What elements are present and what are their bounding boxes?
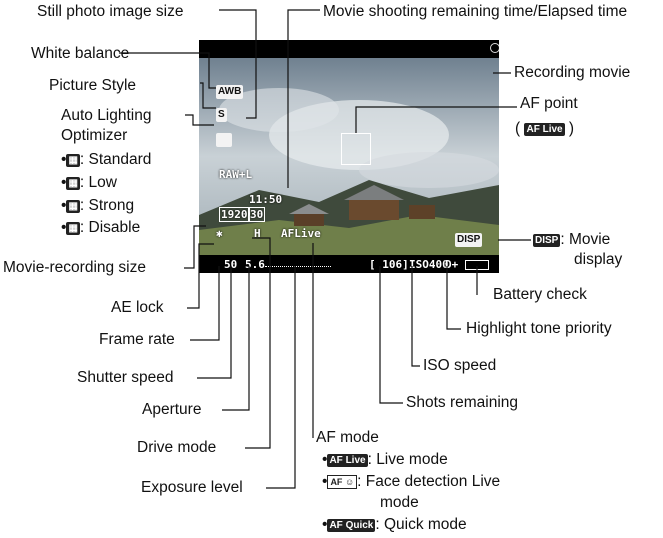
exposure-scale bbox=[265, 260, 331, 267]
label-exposure-level: Exposure level bbox=[141, 479, 243, 496]
movie-display-icon: DISP bbox=[455, 233, 483, 247]
quality-readout: RAW+L bbox=[219, 168, 253, 181]
alo-standard-text: : Standard bbox=[79, 151, 152, 168]
label-movie-rec-size: Movie-recording size bbox=[3, 259, 146, 276]
bullet-icon: • bbox=[61, 197, 67, 214]
bullet-icon: • bbox=[61, 219, 67, 236]
af-live-icon: AF Live bbox=[524, 123, 565, 136]
screen-top-bar bbox=[199, 40, 499, 58]
open-paren: ( bbox=[515, 120, 525, 137]
aperture-readout: 5.6 bbox=[245, 258, 265, 271]
label-still-photo-size: Still photo image size bbox=[37, 3, 184, 20]
af-point-frame bbox=[341, 133, 371, 165]
bullet-icon: • bbox=[322, 473, 328, 490]
alo-disable-text: : Disable bbox=[79, 219, 141, 236]
label-ae-lock: AE lock bbox=[111, 299, 164, 316]
movie-display-line1: DISP: Movie bbox=[533, 231, 610, 249]
label-recording-movie: Recording movie bbox=[514, 64, 631, 81]
close-paren: ) bbox=[564, 120, 575, 137]
drive-icon: H bbox=[254, 227, 261, 240]
label-movie-display-line2: display bbox=[574, 251, 623, 268]
screen-bottom-bar bbox=[199, 255, 499, 273]
label-picture-style: Picture Style bbox=[49, 77, 137, 94]
alo-strong-icon: ▦ bbox=[66, 200, 80, 213]
alo-option-low: •▦: Low bbox=[61, 174, 117, 192]
label-movie-time: Movie shooting remaining time/Elapsed ti… bbox=[323, 3, 628, 20]
bullet-icon: • bbox=[322, 451, 328, 468]
af-mode-readout: AFLive bbox=[281, 227, 321, 240]
awb-icon: AWB bbox=[216, 85, 244, 99]
alo-low-icon: ▦ bbox=[66, 177, 80, 190]
af-live-text: : Live mode bbox=[367, 451, 448, 468]
af-live-mode-icon: AF Live bbox=[327, 454, 368, 467]
alo-option-standard: •▦: Standard bbox=[61, 151, 151, 169]
alo-option-disable: •▦: Disable bbox=[61, 219, 140, 237]
af-option-quick: •AF Quick: Quick mode bbox=[322, 516, 467, 534]
af-quick-text: : Quick mode bbox=[375, 516, 467, 533]
bullet-icon: • bbox=[322, 516, 328, 533]
label-highlight-tone: Highlight tone priority bbox=[466, 320, 612, 337]
alo-disable-icon: ▦ bbox=[66, 222, 80, 235]
alo-icon bbox=[216, 133, 232, 147]
ae-lock-icon: ✱ bbox=[216, 227, 223, 240]
frame-rate-icon: 30 bbox=[248, 207, 266, 222]
alo-low-text: : Low bbox=[79, 174, 117, 191]
alo-standard-icon: ▦ bbox=[66, 154, 80, 167]
recording-indicator-icon bbox=[490, 43, 499, 53]
picture-style-icon: S bbox=[216, 108, 227, 122]
alo-strong-text: : Strong bbox=[79, 197, 135, 214]
af-face-text: : Face detection Live bbox=[357, 473, 501, 490]
movie-disp-icon: DISP bbox=[533, 234, 561, 247]
bullet-icon: • bbox=[61, 151, 67, 168]
label-aperture: Aperture bbox=[142, 401, 202, 418]
label-battery-check: Battery check bbox=[493, 286, 587, 303]
label-iso-speed: ISO speed bbox=[423, 357, 497, 374]
label-frame-rate: Frame rate bbox=[99, 331, 175, 348]
timer-readout: 11:50 bbox=[249, 193, 283, 206]
af-option-live: •AF Live: Live mode bbox=[322, 451, 448, 469]
label-af-point: AF point bbox=[520, 95, 578, 112]
bullet-icon: • bbox=[61, 174, 67, 191]
htp-icon: D+ bbox=[445, 258, 459, 271]
movie-display-text: : Movie bbox=[560, 231, 611, 248]
shots-readout: [ 106] bbox=[369, 258, 409, 271]
label-af-mode: AF mode bbox=[316, 429, 379, 446]
label-shots-remaining: Shots remaining bbox=[406, 394, 519, 411]
alo-option-strong: •▦: Strong bbox=[61, 197, 134, 215]
iso-readout: ISO400 bbox=[409, 258, 449, 271]
label-alo-line2: Optimizer bbox=[61, 127, 128, 144]
label-drive-mode: Drive mode bbox=[137, 439, 217, 456]
shutter-readout: 50 bbox=[224, 258, 238, 271]
label-af-face-line2: mode bbox=[380, 494, 419, 511]
label-shutter-speed: Shutter speed bbox=[77, 369, 174, 386]
af-point-mode: ( AF Live ) bbox=[515, 120, 574, 138]
label-alo-line1: Auto Lighting bbox=[61, 107, 152, 124]
camera-screen: AWB S RAW+L 11:50 1920 30 ✱ H AFLive 50 … bbox=[199, 40, 499, 273]
label-white-balance: White balance bbox=[31, 45, 130, 62]
af-option-face: •AF ☺: Face detection Live bbox=[322, 473, 500, 491]
af-quick-icon: AF Quick bbox=[327, 519, 376, 532]
af-face-icon: AF ☺ bbox=[327, 475, 358, 489]
